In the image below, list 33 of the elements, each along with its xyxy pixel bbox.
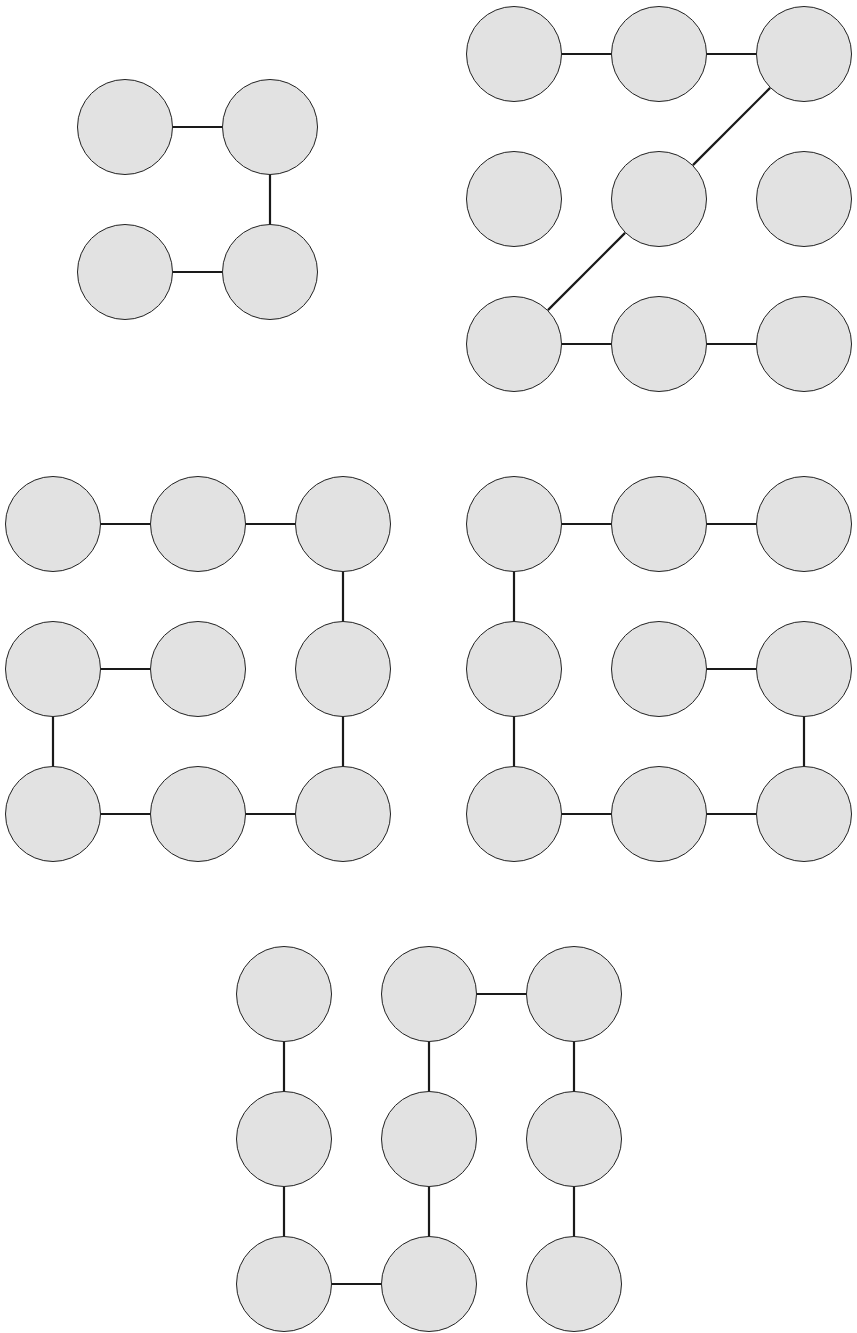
trace-line xyxy=(512,717,516,766)
trace-line xyxy=(707,812,756,816)
trace-line xyxy=(341,717,345,766)
trace-line xyxy=(707,52,756,56)
trace-line xyxy=(427,1187,431,1236)
trace-line xyxy=(562,812,611,816)
trace-line xyxy=(341,572,345,621)
trace-line xyxy=(246,812,295,816)
trace-line xyxy=(562,52,611,56)
trace-line xyxy=(173,125,222,129)
trace-line xyxy=(173,270,222,274)
trace-line xyxy=(562,342,611,346)
trace-line xyxy=(101,522,150,526)
trace-line xyxy=(477,992,526,996)
trace-line xyxy=(101,667,150,671)
trace-line xyxy=(562,522,611,526)
trace-line xyxy=(332,1282,381,1286)
trace-line xyxy=(707,667,756,671)
trace-line xyxy=(101,812,150,816)
trace-line xyxy=(802,717,806,766)
trace-line xyxy=(547,232,626,311)
trace-line xyxy=(51,717,55,766)
trace-line xyxy=(282,1042,286,1091)
trace-line xyxy=(282,1187,286,1236)
trace-line xyxy=(707,342,756,346)
trace-line xyxy=(572,1187,576,1236)
trace-line xyxy=(427,1042,431,1091)
trace-line xyxy=(707,522,756,526)
trace-line xyxy=(268,175,272,224)
trace-line xyxy=(572,1042,576,1091)
trace-line xyxy=(246,522,295,526)
trace-line xyxy=(512,572,516,621)
trace-line xyxy=(692,87,771,166)
